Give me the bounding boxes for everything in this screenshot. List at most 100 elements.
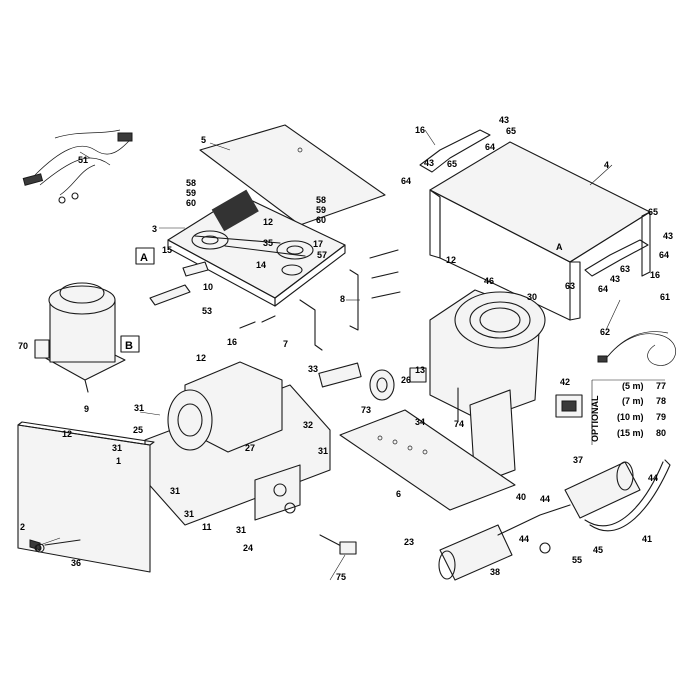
callout: 43: [663, 231, 673, 241]
callout-numbers: 51 5 16 43 65 64 43 65 64 4 58 59 60 58 …: [18, 115, 673, 582]
optional-length-1: (7 m): [622, 396, 644, 406]
callout: 65: [506, 126, 516, 136]
callout: 23: [404, 537, 414, 547]
callout: 15: [162, 245, 172, 255]
pulley-base-assembly: [167, 189, 346, 307]
callout: 27: [245, 443, 255, 453]
callout: 31: [170, 486, 180, 496]
optional-label: OPTIONAL: [590, 395, 600, 442]
wiring-harness: [22, 129, 133, 204]
electrical-components: [318, 362, 459, 421]
callout: 44: [540, 494, 550, 504]
callout: 43: [424, 158, 434, 168]
callout: 8: [340, 294, 345, 304]
callout: 46: [484, 276, 494, 286]
callout: 64: [598, 284, 608, 294]
optional-number-3: 80: [656, 428, 666, 438]
callout: 60: [316, 215, 326, 225]
item-42-plate: [555, 394, 583, 418]
extension-cable: [597, 331, 676, 366]
callout: 38: [490, 567, 500, 577]
callout: 74: [454, 419, 464, 429]
callout: 42: [560, 377, 570, 387]
optional-length-3: (15 m): [617, 428, 644, 438]
callout: 65: [447, 159, 457, 169]
callout: 32: [303, 420, 313, 430]
callout: 16: [415, 125, 425, 135]
optional-number-0: 77: [656, 381, 666, 391]
callout: 62: [600, 327, 610, 337]
callout: 59: [316, 205, 326, 215]
callout: 40: [516, 492, 526, 502]
callout: 14: [256, 260, 266, 270]
optional-length-2: (10 m): [617, 412, 644, 422]
callout: 5: [201, 135, 206, 145]
optional-cable-legend: OPTIONAL (5 m) 77 (7 m) 78 (10 m) 79 (15…: [590, 379, 666, 445]
callout: 31: [112, 443, 122, 453]
callout: 57: [317, 250, 327, 260]
callout: 4: [604, 160, 609, 170]
callout: 9: [84, 404, 89, 414]
callout: 64: [401, 176, 411, 186]
motor-turntable-assembly: [429, 289, 546, 486]
callout: 63: [620, 264, 630, 274]
optional-number-1: 78: [656, 396, 666, 406]
callout: 36: [71, 558, 81, 568]
callout: 73: [361, 405, 371, 415]
lifting-handles: [419, 129, 649, 277]
section-label-a: A: [140, 252, 148, 264]
callout: 31: [318, 446, 328, 456]
callout: 64: [485, 142, 495, 152]
callout: 3: [152, 224, 157, 234]
callout: 16: [650, 270, 660, 280]
callout: 44: [648, 473, 658, 483]
callout: 12: [446, 255, 456, 265]
callout: 70: [18, 341, 28, 351]
callout: 13: [415, 365, 425, 375]
callout: 31: [184, 509, 194, 519]
callout: 33: [308, 364, 318, 374]
exhaust-system: [438, 459, 671, 581]
callout: 6: [396, 489, 401, 499]
callout: 61: [660, 292, 670, 302]
top-cover-panel: [199, 124, 386, 226]
callout: 41: [642, 534, 652, 544]
base-tray: [339, 409, 516, 511]
callout: 25: [133, 425, 143, 435]
callout: 17: [313, 239, 323, 249]
callout: 12: [263, 217, 273, 227]
callout: 58: [186, 178, 196, 188]
callout: 11: [202, 522, 212, 532]
leader-lines: [39, 129, 621, 581]
callout: 34: [415, 417, 425, 427]
optional-length-0: (5 m): [622, 381, 644, 391]
section-label-b: B: [125, 340, 133, 352]
callout: 2: [20, 522, 25, 532]
frame-enclosure: [429, 141, 651, 321]
callout: 55: [572, 555, 582, 565]
callout: 10: [203, 282, 213, 292]
callout: 75: [336, 572, 346, 582]
callout: 43: [499, 115, 509, 125]
bracket-set: [149, 249, 401, 351]
callout: 60: [186, 198, 196, 208]
callout: 58: [316, 195, 326, 205]
callout: 37: [573, 455, 583, 465]
callout: 1: [116, 456, 121, 466]
callout: 24: [243, 543, 253, 553]
fittings-36: [34, 539, 81, 552]
section-box-b: [120, 335, 140, 353]
callout: 12: [62, 429, 72, 439]
callout: 26: [401, 375, 411, 385]
callout: 45: [593, 545, 603, 555]
callout: 65: [648, 207, 658, 217]
callout: 64: [659, 250, 669, 260]
callout: A: [556, 242, 563, 252]
callout: 31: [236, 525, 246, 535]
front-panel: [17, 421, 155, 573]
callout: 63: [565, 281, 575, 291]
alternator-assembly: [144, 361, 357, 555]
section-box-a: [135, 247, 155, 265]
callout: 59: [186, 188, 196, 198]
